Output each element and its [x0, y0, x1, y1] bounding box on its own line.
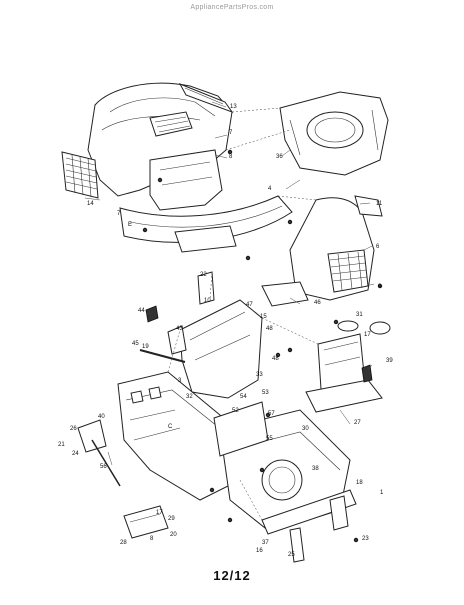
callout-24: 24	[72, 451, 79, 457]
callout-3: 3	[178, 378, 182, 384]
callout-36: 36	[276, 154, 283, 160]
callout-39: 39	[386, 358, 393, 364]
page-number: 12/12	[213, 568, 251, 583]
callout-15: 15	[260, 314, 267, 320]
callout-31: 31	[356, 312, 363, 318]
callout-11: 11	[376, 201, 383, 207]
callout-47: 47	[246, 302, 253, 308]
fuel-tank	[305, 320, 391, 413]
callout-55: 55	[266, 436, 273, 442]
dash-panel	[279, 91, 389, 176]
callout-17: 17	[156, 510, 163, 516]
chassis-frame	[117, 371, 357, 563]
callout-14: 14	[87, 201, 94, 207]
callout-27: 27	[354, 420, 361, 426]
front-nose	[261, 195, 383, 307]
callout-48: 48	[266, 326, 273, 332]
callout-22: 22	[200, 272, 207, 278]
callout-20: 20	[170, 532, 177, 538]
leader-lines	[84, 101, 375, 466]
callout-53: 53	[262, 390, 269, 396]
callout-19: 19	[142, 344, 149, 350]
callout-43: 43	[176, 326, 183, 332]
callout-7: 7	[229, 130, 233, 136]
callout-21: 21	[58, 442, 65, 448]
callout-17: 17	[364, 332, 371, 338]
callout-33: 33	[256, 372, 263, 378]
callout-56: 56	[100, 464, 107, 470]
callout-8: 8	[229, 154, 233, 160]
callout-9: 9	[378, 284, 382, 290]
pedal-linkage	[77, 419, 169, 539]
callout-6: 6	[376, 244, 380, 250]
callout-25: 25	[288, 552, 295, 558]
callout-23: 23	[362, 536, 369, 542]
callout-52: 52	[232, 408, 239, 414]
callout-E: E	[128, 222, 132, 228]
callout-C: C	[168, 424, 173, 430]
callout-4: 4	[268, 186, 272, 192]
callout-44: 44	[138, 308, 145, 314]
callout-1: 1	[380, 490, 384, 496]
callout-48: 48	[272, 356, 279, 362]
callout-26: 26	[70, 426, 77, 432]
callout-10: 10	[204, 298, 211, 304]
callout-18: 18	[356, 480, 363, 486]
watermark: AppliancePartsPros.com	[190, 4, 274, 11]
callout-40: 40	[98, 414, 105, 420]
console-assembly	[139, 271, 263, 399]
callout-46: 46	[314, 300, 321, 306]
callout-32: 32	[186, 394, 193, 400]
callout-16: 16	[256, 548, 263, 554]
callout-7: 7	[117, 211, 121, 217]
callout-45: 45	[132, 341, 139, 347]
callout-54: 54	[240, 394, 247, 400]
hardware-fasteners	[142, 149, 383, 543]
callout-30: 30	[302, 426, 309, 432]
callout-8: 8	[150, 536, 154, 542]
callout-13: 13	[230, 104, 237, 110]
callout-29: 29	[168, 516, 175, 522]
callout-37: 37	[262, 540, 269, 546]
callout-57: 57	[268, 411, 275, 417]
hood-assembly	[61, 82, 293, 253]
callout-28: 28	[120, 540, 127, 546]
callout-38: 38	[312, 466, 319, 472]
